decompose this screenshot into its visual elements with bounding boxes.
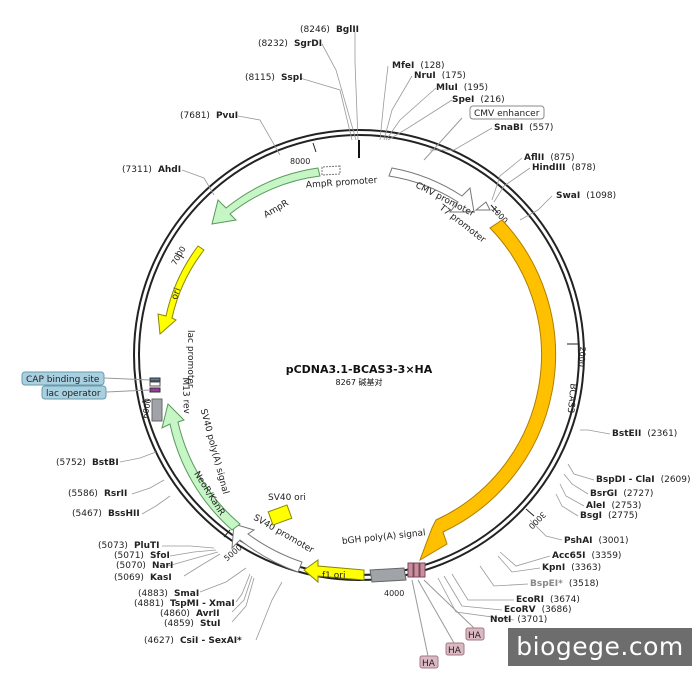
site-noti: NotI(3701) [490,615,547,625]
svg-text:8000: 8000 [290,157,310,166]
svg-text:AmpR: AmpR [262,198,290,220]
svg-text:2000: 2000 [577,346,588,367]
svg-text:6000: 6000 [141,398,153,420]
site-snabi: SnaBI(557) [494,123,553,133]
feature-sv40-ori: SV40 ori [267,493,306,526]
site-bspei: BspEI*(3518) [530,579,599,589]
site-sgrdi: (8232)SgrDI [258,39,322,49]
site-hindiii: HindIII(878) [532,163,596,173]
restriction-sites: (8246)BglII (8232)SgrDI (8115)SspI (7681… [56,25,691,646]
feature-cap-binding-site: CAP binding site [21,371,151,386]
site-kasi: (5069)KasI [114,573,172,583]
svg-text:HA: HA [422,659,436,669]
plasmid-length: 8267 碱基对 [336,377,383,387]
svg-text:SV40 ori: SV40 ori [268,493,306,503]
svg-text:M13 rev: M13 rev [180,377,191,414]
site-stui: (4859)StuI [164,619,220,629]
site-bsgi: BsgI(2775) [580,511,638,521]
site-ahdi: (7311)AhdI [122,165,181,175]
site-tspmi-xmai: (4881)TspMI - XmaI [134,599,235,609]
svg-text:ori: ori [170,287,183,301]
tick-2000: 2000 [567,343,588,367]
svg-text:BCAS3: BCAS3 [565,383,578,414]
feature-bcas3: BCAS3 [419,219,578,562]
site-smai: (4883)SmaI [138,589,199,599]
site-bstbi: (5752)BstBI [56,458,119,468]
feature-f1-ori: f1 ori [303,559,365,584]
site-mlui: MluI(195) [436,83,488,93]
feature-cmv-enhancer-label: CMV enhancer [423,105,545,161]
backbone-outer [133,129,585,581]
tick-3000: 3000 [525,508,548,531]
tick-8000: 8000 [290,142,317,166]
feature-lac-operator: lac operator [41,385,151,400]
site-bsrgi: BsrGI(2727) [590,489,653,499]
site-sfoi: (5071)SfoI [114,551,170,561]
svg-text:lac promoter: lac promoter [185,330,195,388]
feature-ori: ori [157,245,205,336]
ha-label-2: HA [417,579,465,656]
svg-text:HA: HA [468,631,482,641]
tick-6000: 6000 [141,398,153,420]
site-csii-sexai: (4627)CsiI - SexAI* [144,636,242,646]
site-mfei: MfeI(128) [392,61,445,71]
site-avrii: (4860)AvrII [160,609,220,619]
site-acc65i: Acc65I(3359) [552,551,621,561]
site-nari: (5070)NarI [116,561,173,571]
watermark: biogege.com [508,628,692,666]
tick-7000: 7000 [170,245,188,267]
site-swai: SwaI(1098) [556,191,616,201]
site-bsshii: (5467)BssHII [72,509,140,519]
site-kpni: KpnI(3363) [542,563,601,573]
svg-text:AmpR promoter: AmpR promoter [306,176,378,191]
site-aflii: AflII(875) [524,153,575,163]
ha-label-1: HA [423,579,485,641]
site-ecorv: EcoRV(3686) [504,605,572,615]
site-sspi: (8115)SspI [245,73,303,83]
svg-text:HA: HA [448,646,462,656]
backbone-inner [138,134,580,576]
feature-cmv-promoter: CMV promoter [388,167,476,219]
feature-ampr: AmpR [211,167,321,225]
feature-ha-boxes [407,562,426,578]
svg-text:4000: 4000 [384,589,404,598]
plasmid-title: pCDNA3.1-BCAS3-3×HA [286,363,433,376]
svg-text:f1 ori: f1 ori [322,571,345,581]
site-pvui: (7681)PvuI [180,111,238,121]
ticks: 1000 2000 3000 4000 5000 6000 7000 8000 [141,142,588,598]
site-nrui: NruI(175) [414,71,466,81]
site-rsrii: (5586)RsrII [68,489,127,499]
site-pshai: PshAI(3001) [564,536,628,546]
svg-text:7000: 7000 [170,245,188,267]
site-bglii: (8246)BglII [300,25,359,35]
site-ecori: EcoRI(3674) [516,595,580,605]
svg-text:CAP binding site: CAP binding site [26,375,100,385]
site-pluti: (5073)PluTI [98,541,160,551]
site-leaders [119,32,611,641]
site-alei: AleI(2753) [586,501,641,511]
svg-text:lac operator: lac operator [46,389,101,399]
feature-neor-kanr: NeoR/KanR [161,403,241,531]
ha-label-3: HA [411,579,439,669]
site-bspdi-clai: BspDI - ClaI(2609) [596,475,691,485]
site-bsteii: BstEII(2361) [612,429,677,439]
site-spei: SpeI(216) [452,95,505,105]
svg-text:CMV enhancer: CMV enhancer [474,109,540,119]
svg-text:bGH poly(A) signal: bGH poly(A) signal [341,528,426,547]
feature-m13-rev: M13 rev [149,377,191,415]
feature-ampr-promoter: AmpR promoter [306,165,378,191]
